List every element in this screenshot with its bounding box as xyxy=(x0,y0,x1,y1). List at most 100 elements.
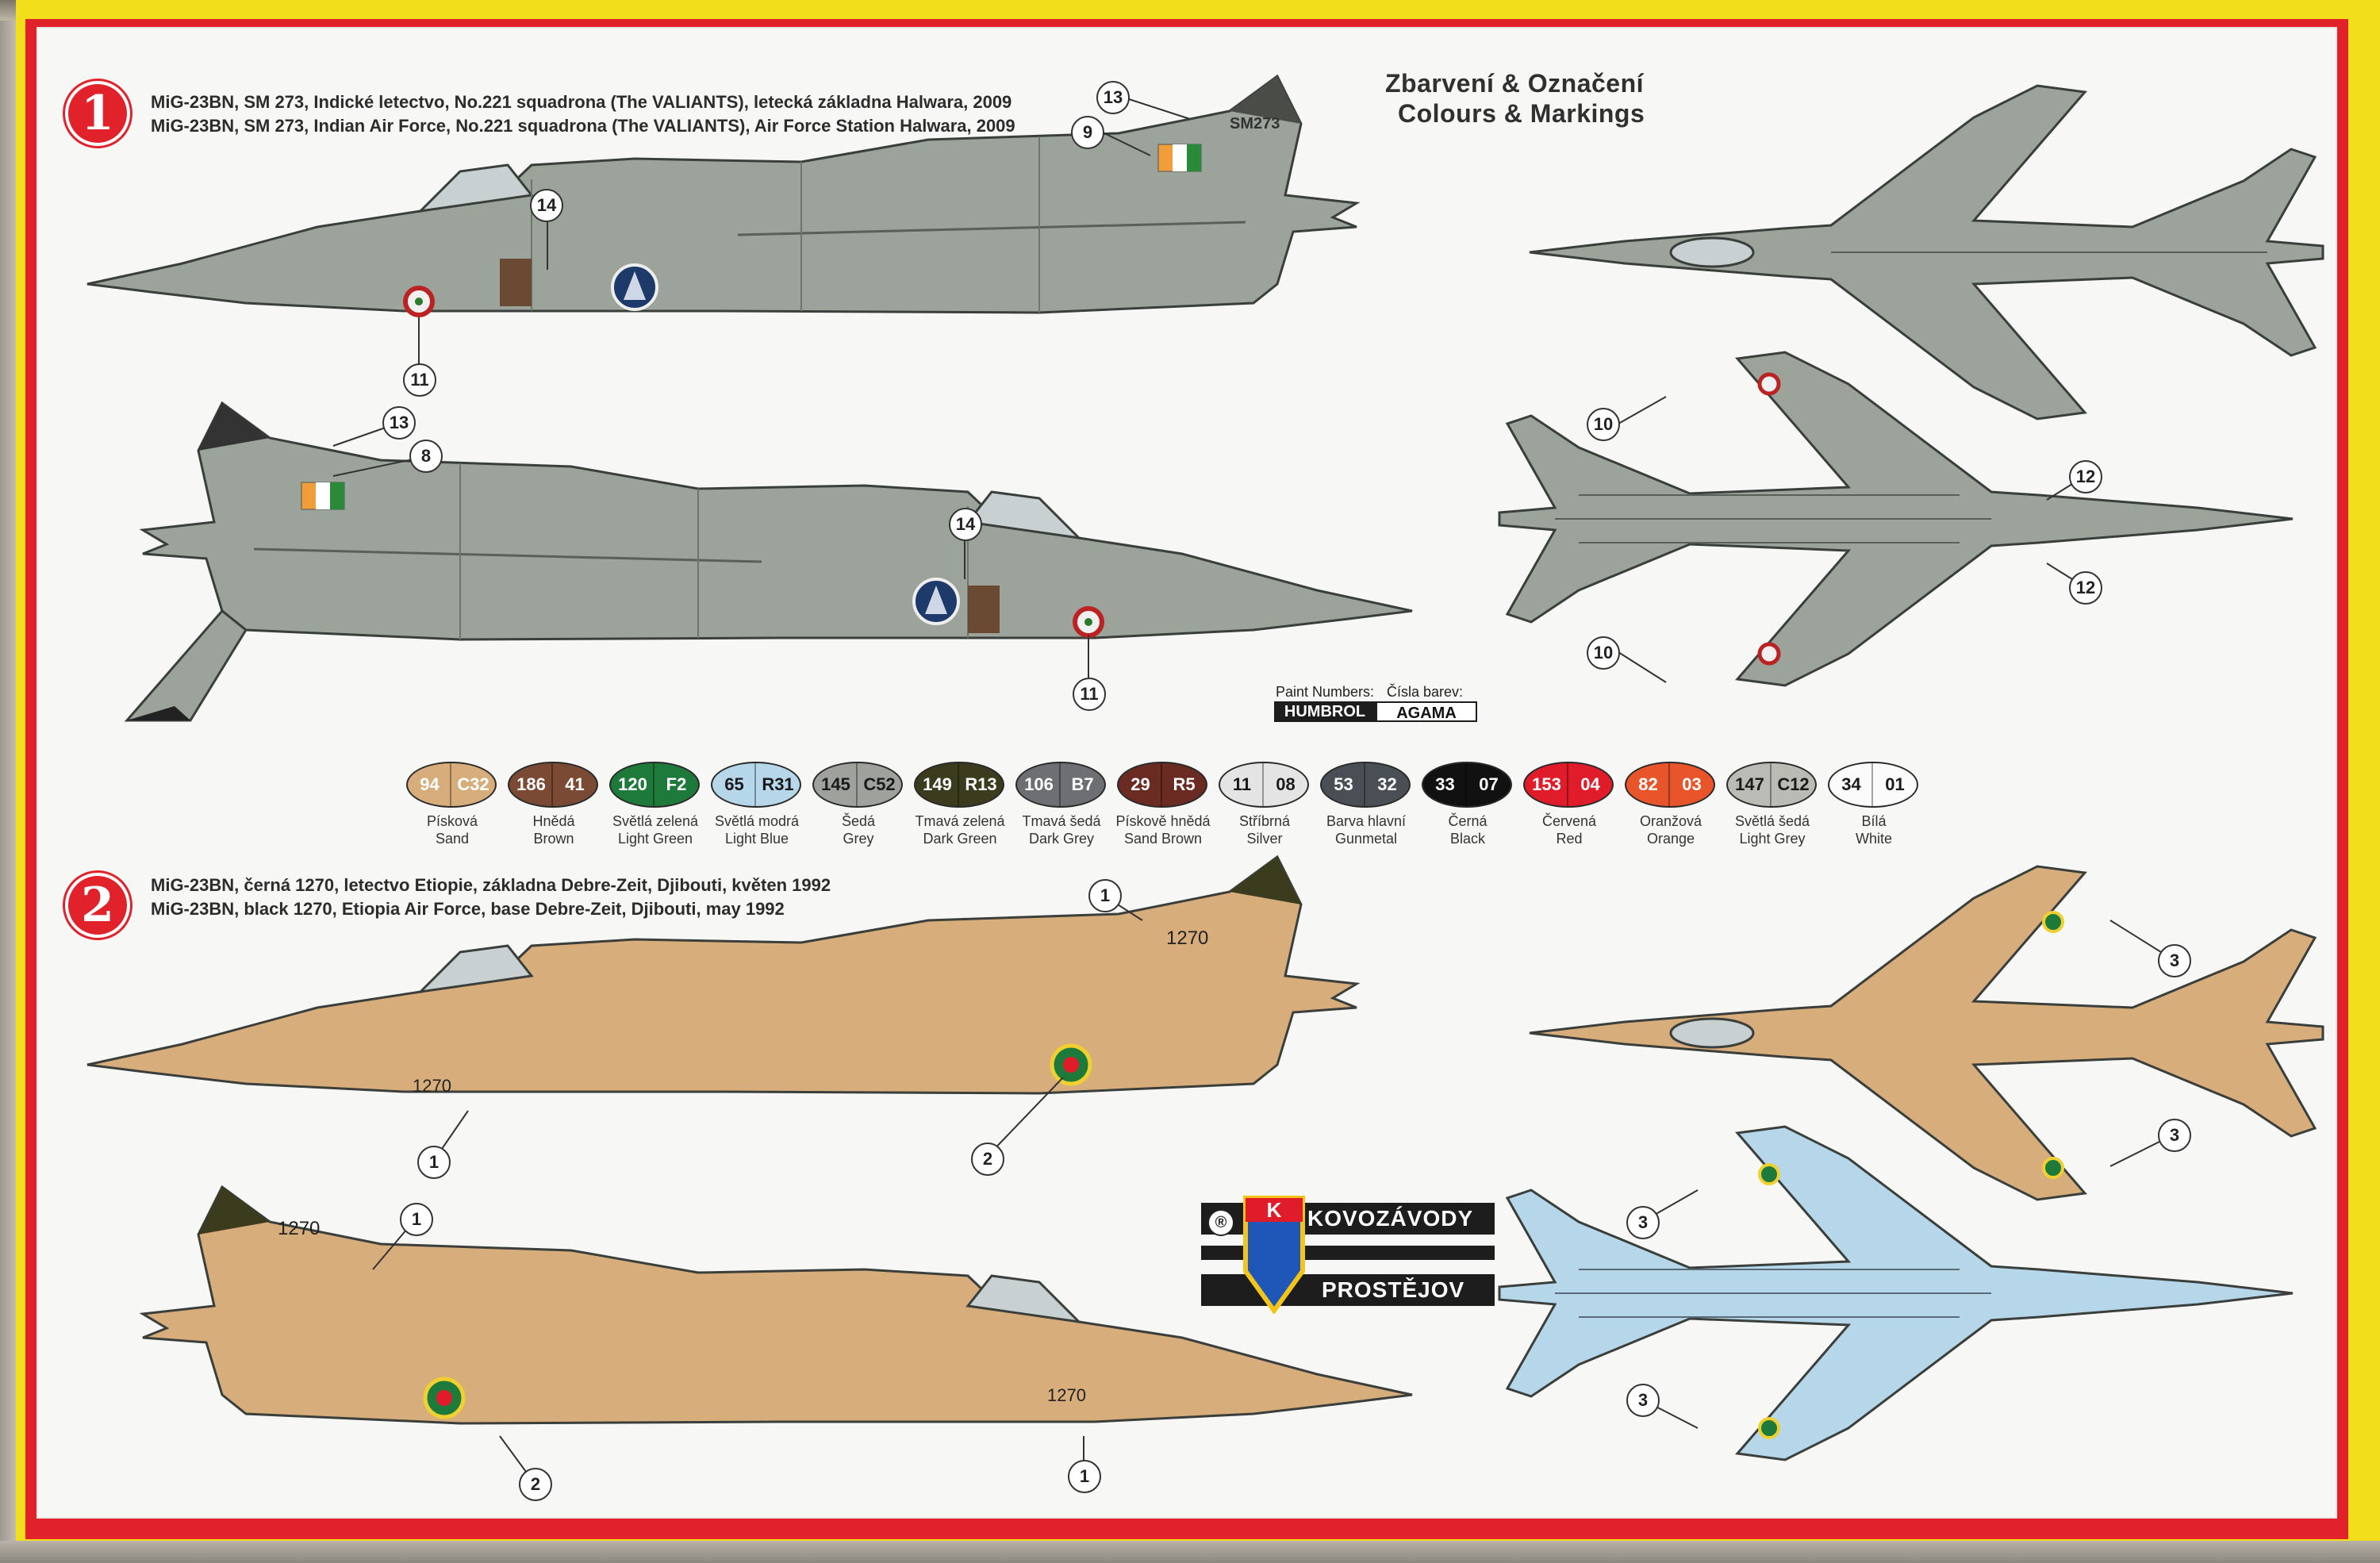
humbrol-code: 153 xyxy=(1532,774,1561,794)
paint-name-en: Grey xyxy=(843,831,874,847)
humbrol-label: HUMBROL xyxy=(1274,701,1376,722)
humbrol-code: 145 xyxy=(821,774,850,794)
eth-bottom-view xyxy=(1498,1125,2294,1461)
paint-name-cz: Černá xyxy=(1448,813,1488,829)
paint-chip: 82 03 xyxy=(1625,762,1715,808)
paint-name-cz: Oranžová xyxy=(1639,813,1702,829)
paint-chip: 65 R31 xyxy=(711,762,801,808)
humbrol-code: 29 xyxy=(1130,774,1150,794)
paint-name-en: Gunmetal xyxy=(1334,831,1398,847)
agama-code: 08 xyxy=(1262,763,1307,806)
agama-code: R13 xyxy=(958,763,1003,806)
callout-1: 1 xyxy=(417,1146,451,1179)
agama-code: 03 xyxy=(1668,763,1714,806)
humbrol-code: 94 xyxy=(420,774,440,794)
humbrol-code: 65 xyxy=(724,774,744,794)
registered-mark: ® xyxy=(1207,1209,1234,1236)
agama-code: R5 xyxy=(1161,763,1206,806)
scheme-number-1: 1 xyxy=(68,84,127,143)
eth-side-view-lower: 1270 1270 xyxy=(141,1185,1414,1425)
paint-name-cz: Pískově hnědá xyxy=(1115,813,1211,829)
paint-chip: 145 C52 xyxy=(812,762,903,808)
agama-code: C12 xyxy=(1770,763,1815,806)
callout-12: 12 xyxy=(2069,460,2102,493)
paint-name-en: Light Blue xyxy=(724,831,789,847)
humbrol-code: 53 xyxy=(1334,774,1353,794)
callout-2: 2 xyxy=(519,1468,552,1501)
logo-line-1: KOVOZÁVODY xyxy=(1307,1206,1474,1231)
paint-name-cz: Světlá modrá xyxy=(714,813,800,829)
humbrol-code: 147 xyxy=(1735,774,1764,794)
scheme-1-caption-cz: MiG-23BN, SM 273, Indické letectvo, No.2… xyxy=(151,92,1012,112)
callout-11: 11 xyxy=(403,363,436,397)
ind-side-view-lower xyxy=(124,401,1414,722)
humbrol-code: 120 xyxy=(618,774,647,794)
paint-numbers-label: Paint Numbers: xyxy=(1276,684,1375,700)
paint-name-en: Silver xyxy=(1246,831,1283,847)
paint-name-cz: Stříbrná xyxy=(1238,813,1291,829)
svg-text:1270: 1270 xyxy=(278,1218,320,1239)
callout-2: 2 xyxy=(971,1142,1004,1176)
callout-14: 14 xyxy=(530,189,563,222)
paint-chip: 11 08 xyxy=(1219,762,1309,808)
paint-name-cz: Barva hlavní xyxy=(1326,813,1407,829)
callout-13: 13 xyxy=(1096,81,1130,114)
agama-code: 41 xyxy=(551,763,597,806)
logo-mark: K xyxy=(1267,1198,1282,1222)
paint-name-cz: Šedá xyxy=(841,813,876,829)
agama-code: 32 xyxy=(1364,763,1409,806)
scheme-2-caption-cz: MiG-23BN, černá 1270, letectvo Etiopie, … xyxy=(151,875,831,895)
paint-name-en: Brown xyxy=(533,831,574,847)
callout-3: 3 xyxy=(2158,944,2191,977)
callout-3: 3 xyxy=(2158,1119,2191,1152)
paint-name-en: Black xyxy=(1449,831,1485,847)
humbrol-code: 82 xyxy=(1638,774,1658,794)
paint-name-en: Sand xyxy=(435,831,470,847)
svg-text:1270: 1270 xyxy=(1166,927,1208,949)
paint-name-en: Orange xyxy=(1646,831,1695,847)
agama-code: R31 xyxy=(754,763,800,806)
humbrol-code: 33 xyxy=(1435,774,1455,794)
callout-8: 8 xyxy=(409,440,443,473)
agama-code: 01 xyxy=(1871,763,1917,806)
callout-10: 10 xyxy=(1587,408,1620,441)
callout-1: 1 xyxy=(1088,879,1122,912)
scheme-1-caption-en: MiG-23BN, SM 273, Indian Air Force, No.2… xyxy=(151,116,1015,136)
callout-3: 3 xyxy=(1626,1206,1660,1239)
scheme-2-caption-en: MiG-23BN, black 1270, Etiopia Air Force,… xyxy=(151,899,785,919)
humbrol-code: 186 xyxy=(516,774,546,794)
callout-14: 14 xyxy=(949,508,982,541)
paint-name-cz: Světlá šedá xyxy=(1734,813,1810,829)
svg-text:1270: 1270 xyxy=(1047,1385,1086,1405)
paint-name-en: Sand Brown xyxy=(1123,831,1203,847)
eth-side-view-upper: 1270 1270 xyxy=(86,855,1358,1096)
agama-code: C52 xyxy=(856,763,901,806)
paint-chip: 53 32 xyxy=(1320,762,1411,808)
callout-1: 1 xyxy=(1068,1460,1101,1493)
paint-name-cz: Červená xyxy=(1541,813,1597,829)
agama-label: AGAMA xyxy=(1376,701,1477,722)
kovozavody-logo: ® K KOVOZÁVODY PROSTĚJOV xyxy=(1201,1196,1495,1314)
humbrol-code: 11 xyxy=(1232,774,1252,794)
